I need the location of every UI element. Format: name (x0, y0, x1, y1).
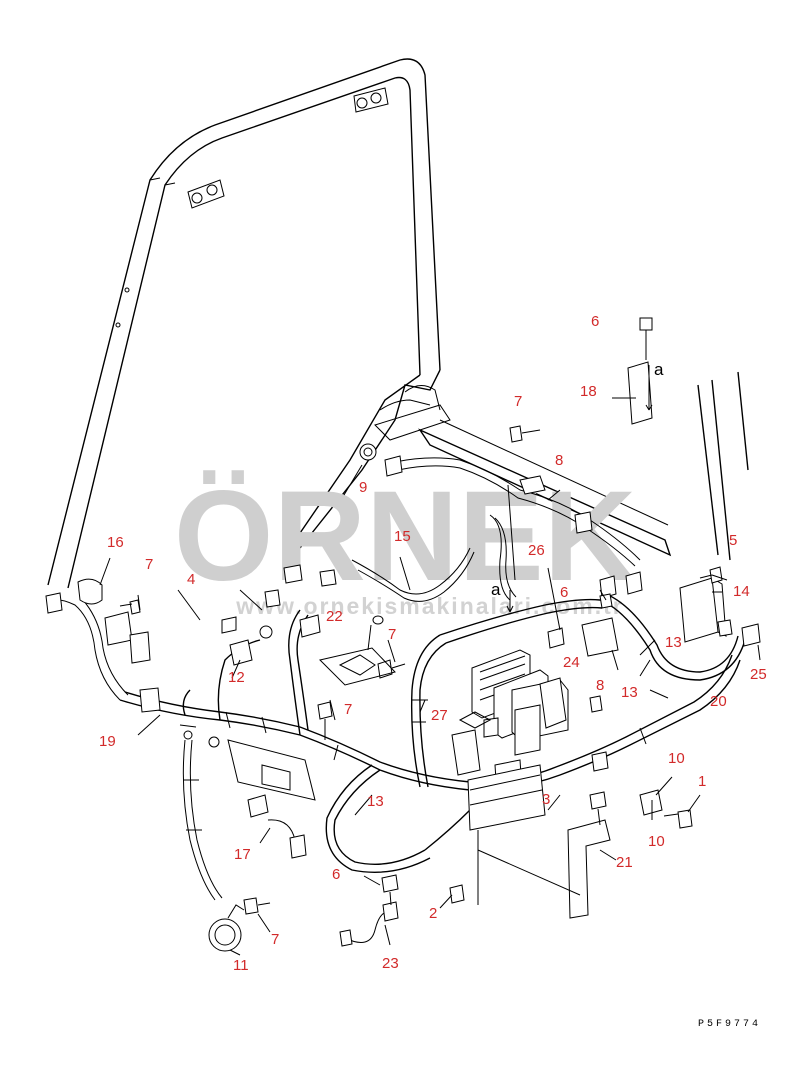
main-harness (49, 457, 746, 901)
callout-14: 14 (733, 583, 750, 600)
callout-19: 19 (99, 733, 116, 750)
callout-6: 6 (591, 313, 599, 330)
callout-23: 23 (382, 955, 399, 972)
callout-6: 6 (560, 584, 568, 601)
callout-9: 9 (359, 479, 367, 496)
callout-3: 3 (542, 791, 550, 808)
callout-7: 7 (388, 626, 396, 643)
callout-15: 15 (394, 528, 411, 545)
callouts: 6 18 7 8 9 5 14 16 7 4 15 26 6 22 7 12 1… (99, 313, 767, 974)
callout-8: 8 (555, 452, 563, 469)
callout-7: 7 (344, 701, 352, 718)
callout-13: 13 (367, 793, 384, 810)
callout-17: 17 (234, 846, 251, 863)
callout-22: 22 (326, 608, 343, 625)
callout-16: 16 (107, 534, 124, 551)
callout-5: 5 (729, 532, 737, 549)
callout-4: 4 (187, 571, 195, 588)
cab-frame (47, 58, 749, 589)
callout-7: 7 (145, 556, 153, 573)
callout-18: 18 (580, 383, 597, 400)
callout-11: 11 (233, 957, 249, 974)
callout-12: 12 (228, 669, 245, 686)
callout-1: 1 (698, 773, 706, 790)
callout-20: 20 (710, 693, 727, 710)
watermark-main: ÖRNEK (174, 465, 636, 608)
callout-2: 2 (429, 905, 437, 922)
callout-25: 25 (750, 666, 767, 683)
callout-13: 13 (665, 634, 682, 651)
callout-10: 10 (648, 833, 665, 850)
callout-24: 24 (563, 654, 580, 671)
callout-26: 26 (528, 542, 545, 559)
callout-13: 13 (621, 684, 638, 701)
components (45, 317, 761, 956)
callout-6: 6 (332, 866, 340, 883)
callout-7: 7 (271, 931, 279, 948)
callout-7: 7 (514, 393, 522, 410)
drawing-code: P5F9774 (698, 1019, 761, 1030)
reference-markers: a a (491, 360, 664, 599)
marker-a: a (491, 580, 501, 599)
callout-10: 10 (668, 750, 685, 767)
callout-21: 21 (616, 854, 633, 871)
marker-a: a (654, 360, 664, 379)
callout-27: 27 (431, 707, 448, 724)
callout-8: 8 (596, 677, 604, 694)
